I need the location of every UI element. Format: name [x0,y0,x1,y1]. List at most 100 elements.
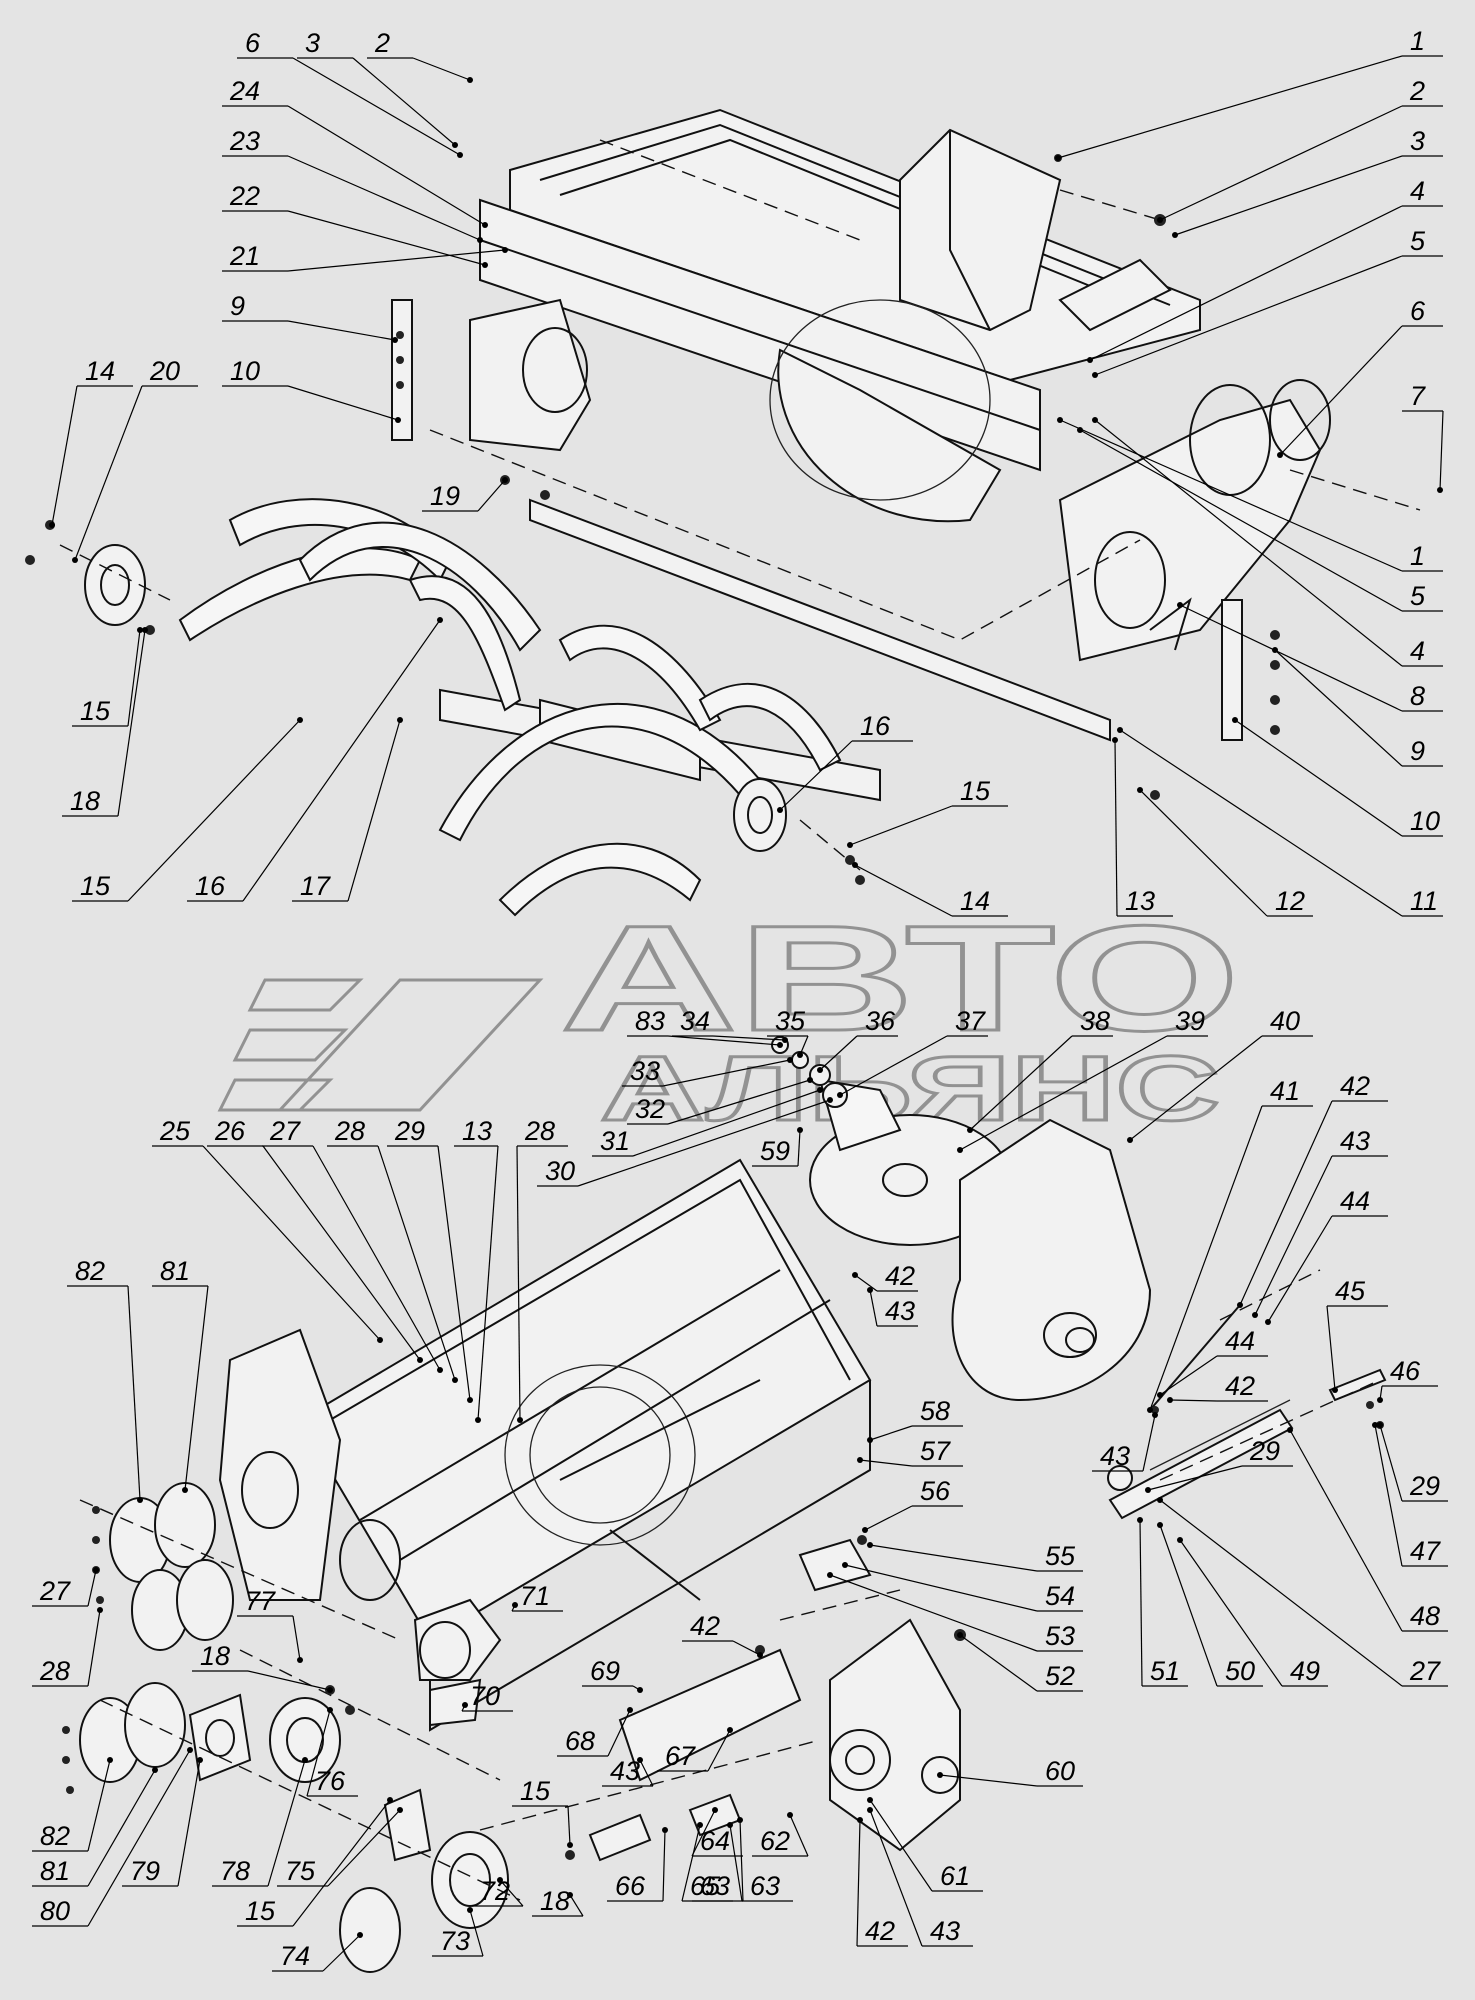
leader-dot [627,1707,633,1713]
leader-dot [467,1397,473,1403]
leader-line [1159,1499,1403,1687]
callout-81: 81 [152,1256,209,1493]
leader-dot [1055,155,1061,161]
leader-dot [1147,1407,1153,1413]
part-number-label: 41 [1270,1076,1300,1106]
callout-10: 10 [1232,717,1443,837]
callout-9: 9 [222,291,398,343]
leader-line [797,1129,801,1167]
leader-dot [1372,1422,1378,1428]
part-number-label: 6 [245,28,261,58]
leader-dot [867,1807,873,1813]
leader-line [607,1709,631,1757]
part-number-label: 52 [1045,1661,1075,1691]
leader-dot [777,1042,783,1048]
leader-line [819,1035,858,1071]
part-number-label: 82 [75,1256,105,1286]
part-number-label: 14 [85,356,115,386]
leader-dot [502,247,508,253]
leader-line [247,1670,331,1691]
part-number-label: 75 [285,1856,316,1886]
leader-dot [1332,1387,1338,1393]
part-number-label: 43 [930,1916,960,1946]
callout-69: 69 [582,1656,643,1693]
part-number-label: 36 [865,1006,896,1036]
leader-dot [1157,1497,1163,1503]
part-number-label: 3 [1410,126,1425,156]
leader-line [712,1035,786,1041]
callout-13: 13 [1112,737,1173,917]
leader-line [1129,1035,1263,1141]
leader-line [691,1809,716,1857]
callout-31: 31 [592,1087,823,1157]
leader-line [1234,719,1403,837]
leader-line [577,1099,831,1187]
leader-dot [817,1067,823,1073]
leader-line [639,1759,654,1787]
callout-18: 18 [532,1886,584,1917]
leader-dot [1112,737,1118,743]
leader-line [667,1035,781,1046]
leader-dot [1177,1537,1183,1543]
part-number-label: 18 [200,1641,230,1671]
part-number-label: 18 [540,1886,570,1916]
leader-line [1079,429,1403,612]
part-number-label: 65 [690,1871,721,1901]
leader-line [844,1564,1038,1612]
leader-line [477,1145,499,1421]
part-number-label: 79 [130,1856,160,1886]
callout-6: 6 [237,28,463,158]
part-number-label: 34 [680,1006,710,1036]
part-number-label: 28 [39,1656,70,1686]
part-number-label: 4 [1410,176,1425,206]
part-number-label: 15 [80,871,111,901]
callout-6: 6 [1277,296,1443,458]
leader-dot [475,1417,481,1423]
part-number-label: 35 [775,1006,806,1036]
part-number-label: 15 [520,1776,551,1806]
callout-48: 48 [1287,1427,1448,1632]
callout-32: 32 [627,1077,813,1125]
leader-dot [697,1822,703,1828]
part-number-label: 50 [1225,1656,1255,1686]
leader-line [287,249,506,272]
leader-dot [807,1077,813,1083]
leader-line [856,1819,861,1947]
callout-82: 82 [67,1256,143,1503]
leader-line [87,1759,111,1852]
callout-51: 51 [1137,1517,1188,1687]
leader-dot [567,1842,573,1848]
part-number-label: 15 [80,696,111,726]
part-number-label: 43 [1340,1126,1370,1156]
part-number-label: 51 [1150,1656,1180,1686]
leader-line [1279,325,1403,456]
callout-21: 21 [222,241,508,272]
callout-1: 1 [1057,417,1443,572]
part-number-label: 45 [1335,1276,1366,1306]
leader-line [869,1799,933,1892]
leader-dot [797,1127,803,1133]
leader-dot [397,1807,403,1813]
part-number-label: 58 [920,1396,950,1426]
leader-line [1169,1399,1218,1402]
leader-line [184,1285,209,1491]
part-number-label: 7 [1410,381,1426,411]
leader-line [377,1145,456,1381]
leader-dot [97,1607,103,1613]
leader-dot [957,1147,963,1153]
leader-line [939,1774,1038,1787]
callout-16: 16 [187,617,443,902]
leader-dot [867,1797,873,1803]
leader-line [681,1824,701,1902]
part-number-label: 33 [630,1056,660,1086]
leader-line [87,1569,97,1607]
leader-line [292,1799,391,1927]
leader-line [729,1824,743,1902]
leader-dot [1377,1422,1383,1428]
leader-line [1142,1414,1156,1472]
part-number-label: 11 [1410,886,1438,916]
callout-42: 42 [852,1261,918,1292]
leader-dot [737,1817,743,1823]
leader-dot [182,1487,188,1493]
upper-frame-drawing [391,108,1421,741]
